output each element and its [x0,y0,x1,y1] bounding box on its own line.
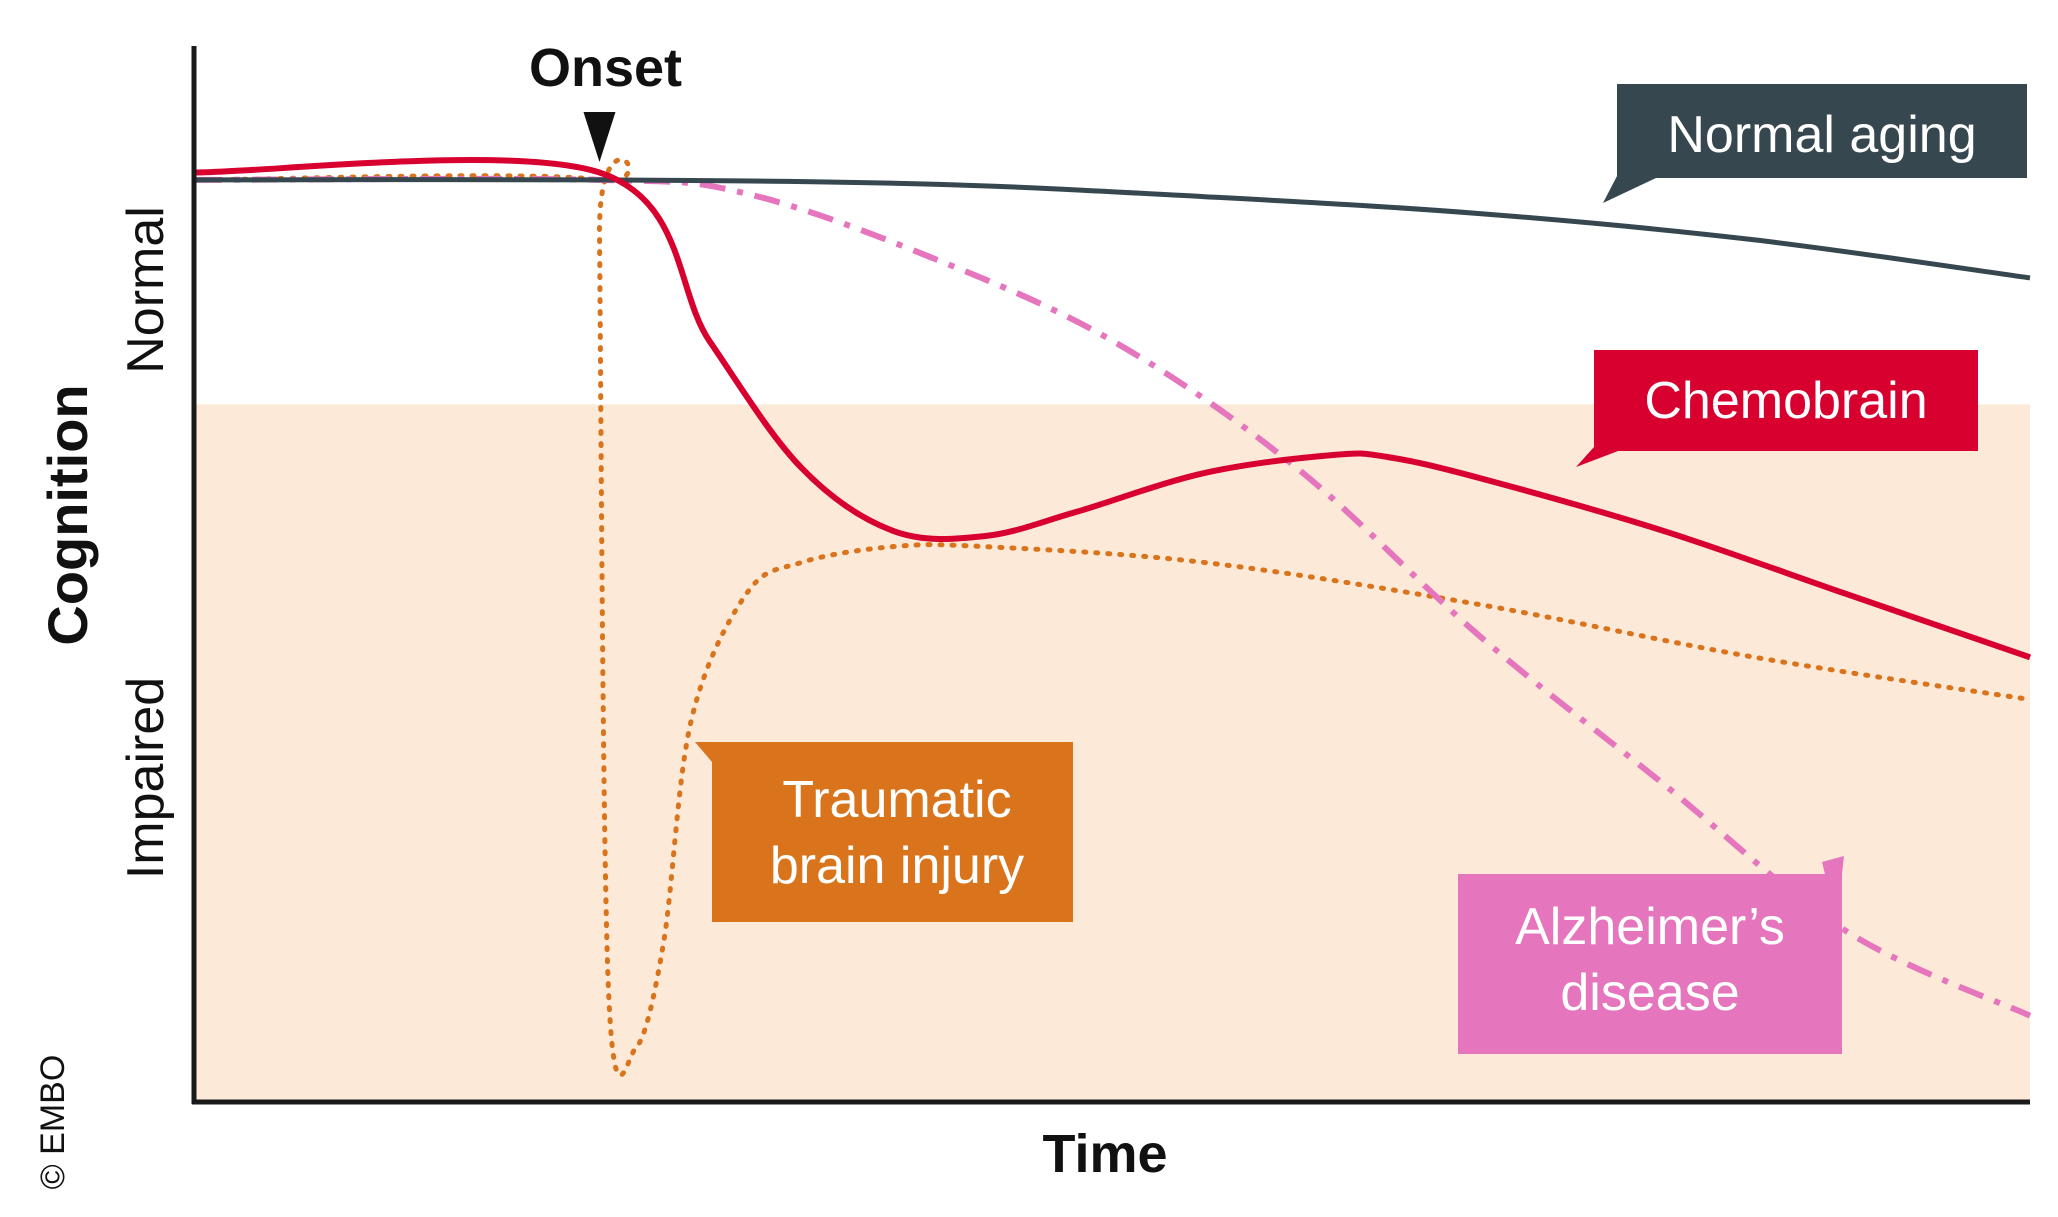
lbl-alzheimers-line: Alzheimer’s [1515,898,1785,956]
lbl-tbi-line: brain injury [770,837,1024,895]
callout-chemobrain: Chemobrain [1576,350,1978,467]
callout-normal-aging: Normal aging [1603,84,2027,203]
y-region-label-impaired: Impaired [117,677,175,879]
series-line-tbi [193,157,2033,1078]
y-region-label-normal: Normal [117,206,175,374]
lbl-tbi-line: Traumatic [782,771,1011,829]
callout-alzheimers: Alzheimer’s disease [1458,856,1844,1054]
x-axis-label: Time [1042,1124,1167,1184]
callout-tbi-box [695,742,1073,922]
series-layer [193,157,2033,1078]
callout-normal-aging-label: Normal aging [1667,106,1976,164]
onset-marker-icon [583,112,616,162]
lbl-chemobrain-line: Chemobrain [1644,372,1927,430]
callout-alzheimers-box [1458,856,1844,1054]
callout-chemobrain-label: Chemobrain [1644,372,1927,430]
callout-normal-aging-box [1603,84,2027,203]
callout-alzheimers-label: Alzheimer’s disease [1515,898,1785,1022]
series-line-chemobrain [195,157,2031,661]
y-axis-label: Cognition [36,384,99,645]
callout-tbi: Traumatic brain injury [695,742,1073,922]
series-line-normal-aging [195,177,2031,281]
lbl-normal-aging-line: Normal aging [1667,106,1976,164]
callout-tbi-label: Traumatic brain injury [770,771,1024,895]
credit-text: © EMBO [34,1055,72,1190]
callout-chemobrain-box [1576,350,1978,467]
lbl-alzheimers-line: disease [1560,964,1739,1022]
onset-label: Onset [529,38,682,98]
